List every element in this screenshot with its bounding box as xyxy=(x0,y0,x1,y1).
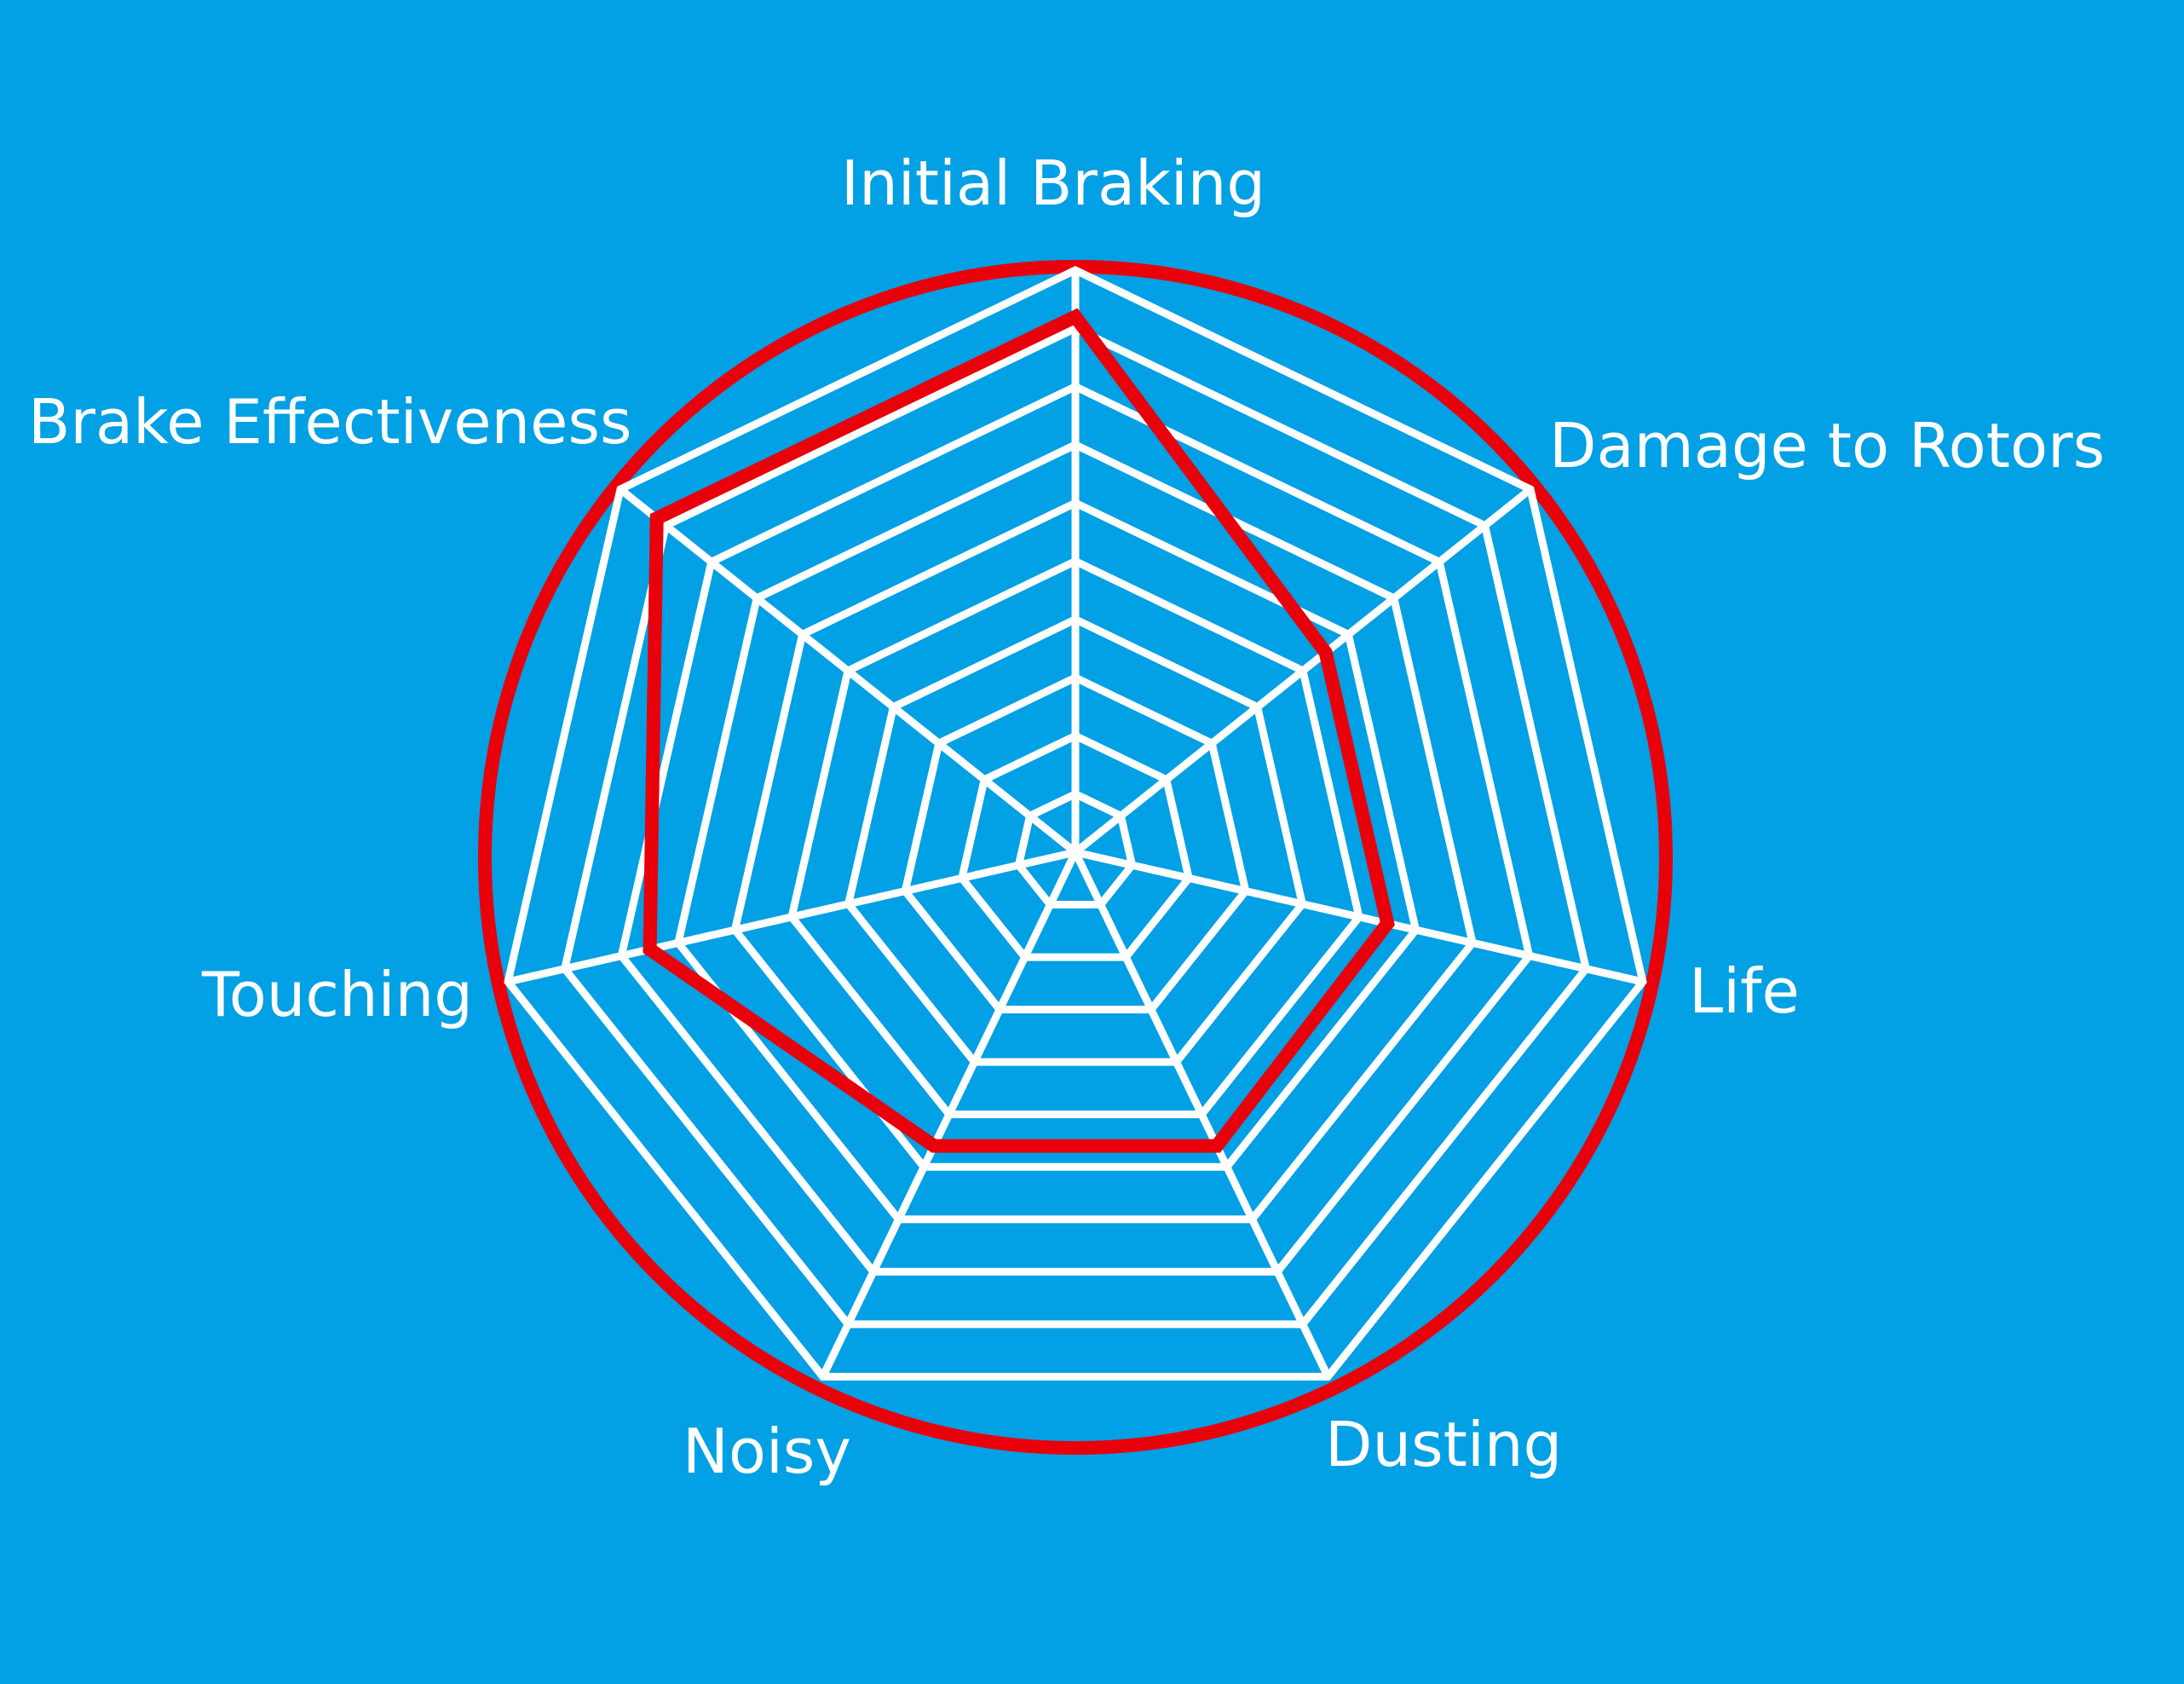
grid-ring xyxy=(787,557,1363,1119)
grid-spoke xyxy=(819,851,1080,1379)
data-point xyxy=(933,1145,936,1147)
grid-ring xyxy=(504,266,1647,1381)
axis-labels: Initial Braking Damage to Rotors Life Du… xyxy=(28,147,2105,1487)
radar-grid xyxy=(478,260,1673,1455)
series-polygon xyxy=(643,308,1395,1153)
data-point xyxy=(1324,651,1327,654)
axis-label-initial-braking: Initial Braking xyxy=(841,147,1265,219)
grid-ring xyxy=(901,673,1250,1014)
axis-label-dusting: Dusting xyxy=(1325,1409,1562,1480)
data-point xyxy=(655,517,658,520)
axis-label-touching: Touching xyxy=(201,959,473,1030)
data-point xyxy=(1386,922,1389,925)
data-point xyxy=(1075,315,1076,318)
grid-spoke xyxy=(618,486,1078,856)
data-point xyxy=(1215,1145,1218,1147)
axis-label-brake-effectiveness: Brake Effectiveness xyxy=(28,386,632,458)
data-point xyxy=(648,948,651,950)
grid-ring xyxy=(957,731,1194,961)
axis-label-noisy: Noisy xyxy=(683,1416,851,1487)
grid-ring xyxy=(674,440,1477,1224)
grid-spoke xyxy=(1074,848,1644,986)
grid-spoke xyxy=(1073,486,1533,856)
grid-ring xyxy=(730,499,1420,1171)
axis-label-damage-to-rotors: Damage to Rotors xyxy=(1549,410,2105,482)
grid-spoke xyxy=(507,848,1077,986)
radar-series xyxy=(643,308,1395,1153)
grid-ring xyxy=(617,382,1534,1276)
grid-ring xyxy=(844,614,1307,1066)
grid-ring xyxy=(1014,789,1137,909)
grid-spoke xyxy=(1071,851,1332,1379)
axis-label-life: Life xyxy=(1689,955,1800,1027)
